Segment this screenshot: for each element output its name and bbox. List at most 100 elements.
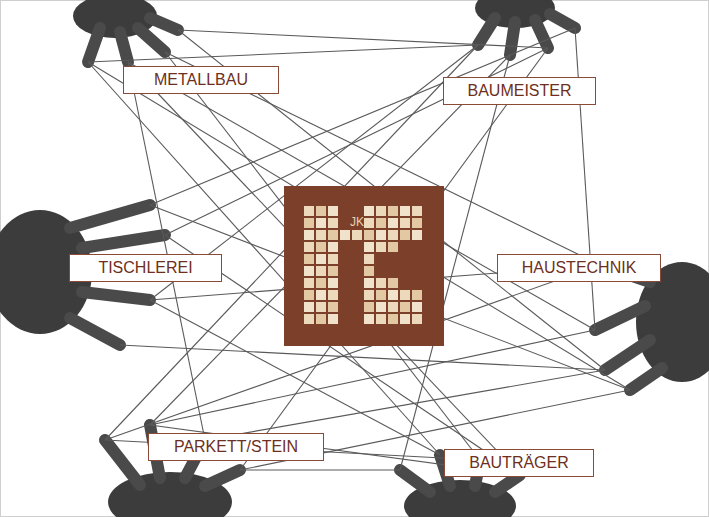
logo-cell	[388, 290, 398, 300]
finger	[82, 235, 165, 248]
logo-cell	[304, 206, 314, 216]
logo-cell	[304, 314, 314, 324]
logo-cell	[364, 218, 374, 228]
finger	[400, 470, 430, 492]
logo-cell	[376, 314, 386, 324]
logo-cell	[400, 218, 410, 228]
finger	[70, 318, 120, 345]
logo-cell	[400, 302, 410, 312]
logo-cell	[388, 230, 398, 240]
logo-cell	[376, 242, 386, 252]
finger	[138, 28, 165, 52]
finger	[495, 475, 520, 492]
logo-cell	[364, 206, 374, 216]
logo-cell	[328, 290, 338, 300]
logo-cell	[316, 290, 326, 300]
string-line	[178, 30, 548, 48]
trade-label: HAUSTECHNIK	[497, 254, 661, 282]
logo-cell	[376, 302, 386, 312]
logo-cell	[400, 290, 410, 300]
logo-cell	[364, 290, 374, 300]
logo-cell	[304, 230, 314, 240]
logo-cell	[364, 230, 374, 240]
finger	[630, 368, 662, 390]
logo-cell	[340, 230, 350, 240]
logo-cell	[364, 242, 374, 252]
logo-cell	[364, 314, 374, 324]
logo-cell	[412, 314, 422, 324]
trade-name: HAUSTECHNIK	[508, 259, 650, 277]
finger	[120, 32, 128, 62]
logo-cell	[316, 218, 326, 228]
logo-cell	[364, 302, 374, 312]
trade-label: METALLBAU	[123, 66, 279, 94]
logo-cell	[400, 230, 410, 240]
finger	[605, 340, 650, 370]
logo-cell	[328, 278, 338, 288]
logo-cell	[316, 302, 326, 312]
logo-cell	[388, 302, 398, 312]
logo-cell	[400, 314, 410, 324]
logo-cell	[364, 254, 374, 264]
logo-cell	[328, 266, 338, 276]
logo-cell	[328, 302, 338, 312]
logo-square: JK	[284, 186, 444, 346]
logo-cell	[316, 242, 326, 252]
logo-cell	[376, 278, 386, 288]
hand-fingers	[70, 14, 662, 492]
logo-cell	[328, 314, 338, 324]
logo-cell	[376, 206, 386, 216]
finger	[510, 22, 515, 55]
trade-label: TISCHLEREI	[69, 254, 222, 282]
logo-cell	[364, 266, 374, 276]
logo-cell	[388, 206, 398, 216]
finger	[478, 18, 495, 45]
string-line	[105, 45, 478, 440]
logo-cell	[304, 266, 314, 276]
logo-cell	[328, 254, 338, 264]
trade-label: PARKETT/STEIN	[148, 433, 324, 461]
logo-cell	[376, 290, 386, 300]
logo-cell	[304, 302, 314, 312]
logo-cell	[316, 278, 326, 288]
logo-cell	[412, 206, 422, 216]
logo-cell	[400, 206, 410, 216]
string-line	[88, 62, 630, 390]
logo-cell	[376, 218, 386, 228]
finger	[595, 306, 645, 330]
finger	[205, 470, 240, 486]
string-line	[205, 370, 605, 440]
trade-label: BAUTRÄGER	[444, 449, 594, 477]
logo-cell	[388, 314, 398, 324]
logo-initials: JK	[350, 215, 364, 229]
string-line	[88, 45, 478, 62]
logo-cell	[412, 302, 422, 312]
string-line	[150, 28, 575, 205]
logo-cell	[388, 218, 398, 228]
logo-cell	[388, 242, 398, 252]
trade-name: PARKETT/STEIN	[159, 438, 313, 456]
logo-cell	[304, 242, 314, 252]
finger	[88, 28, 100, 62]
logo-cell	[412, 290, 422, 300]
logo-cell	[304, 254, 314, 264]
logo-cell	[412, 218, 422, 228]
logo-cell	[304, 218, 314, 228]
trade-name: METALLBAU	[134, 71, 268, 89]
logo-cell	[316, 254, 326, 264]
finger	[550, 14, 575, 28]
string-line	[128, 62, 205, 440]
logo-cell	[352, 230, 362, 240]
logo-cell	[328, 218, 338, 228]
string-line	[575, 28, 595, 330]
logo-cell	[316, 314, 326, 324]
logo-cell	[388, 278, 398, 288]
finger	[82, 292, 150, 300]
string-line	[150, 205, 630, 390]
string-web	[88, 28, 630, 475]
logo-cell	[304, 278, 314, 288]
finger	[150, 18, 178, 30]
trade-name: BAUMEISTER	[454, 82, 585, 100]
